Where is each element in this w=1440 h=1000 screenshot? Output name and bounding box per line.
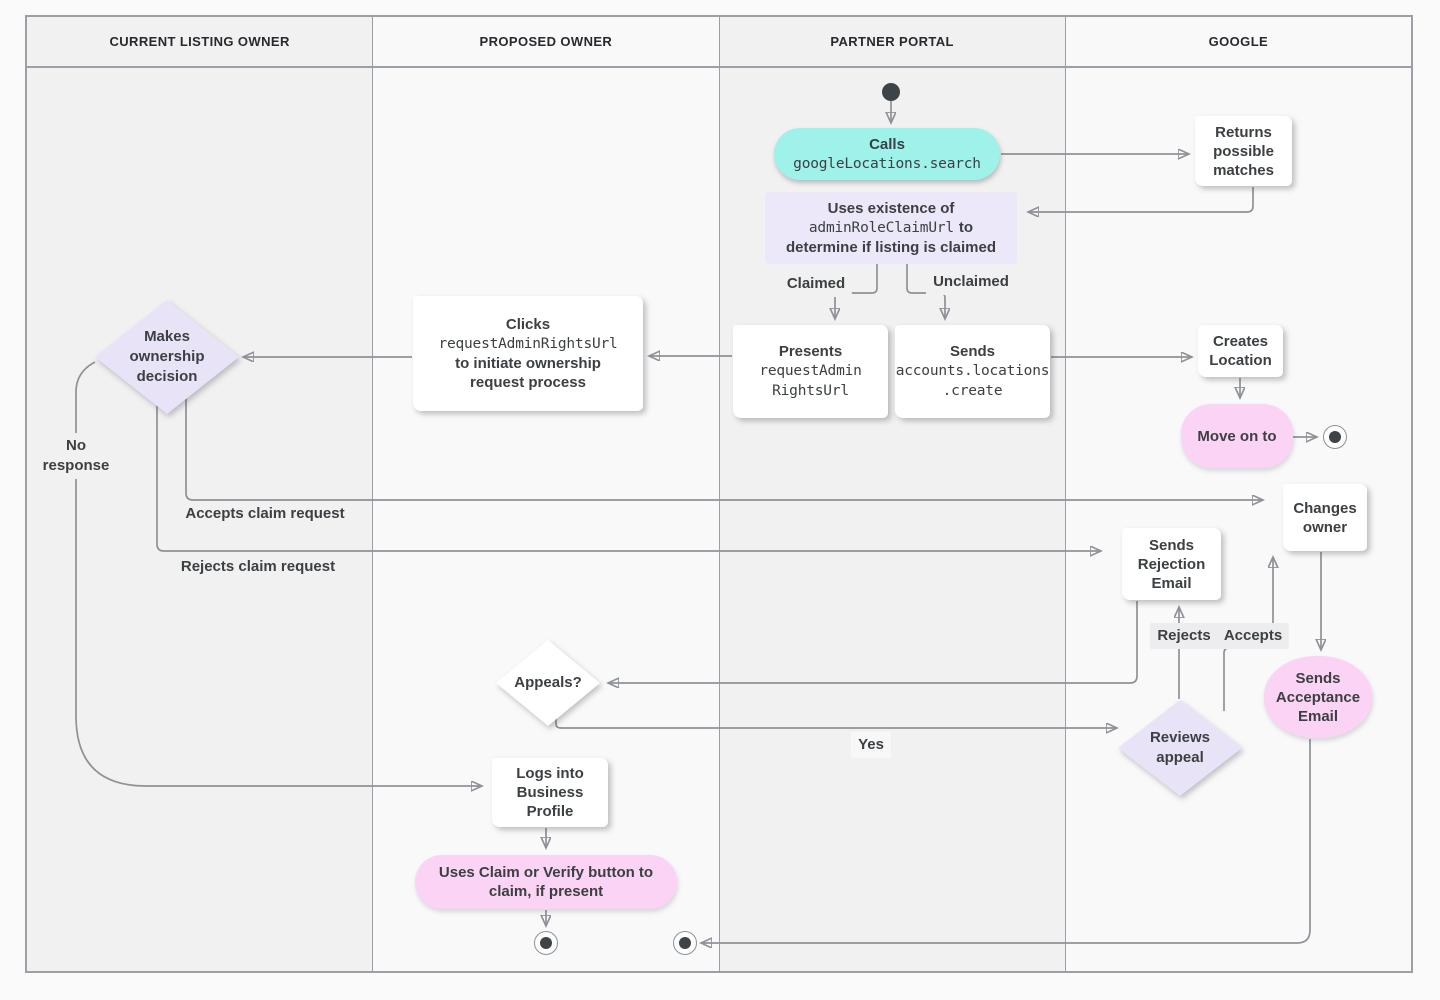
lane-header-partner-portal: PARTNER PORTAL [718,17,1065,66]
presents-requestadminrightsurl-node: Presents requestAdmin RightsUrl [733,325,888,418]
appeals-decision-node: Appeals? [496,640,600,726]
lane-header-current-listing-owner: CURRENT LISTING OWNER [27,17,373,66]
edge-label-no-response: No response [33,433,119,479]
node-code: .create [942,383,1003,399]
uses-claim-or-verify-node: Uses Claim or Verify button to claim, if… [415,855,677,909]
lane-title: GOOGLE [1208,34,1269,49]
node-line: to initiate ownership request process [455,355,601,391]
node-label: Returns possible matches [1213,123,1274,179]
edge-label-accepts: Accepts [1216,623,1290,649]
end-node-acceptance [673,931,697,955]
end-node-claim [534,931,558,955]
node-title: Presents [778,343,843,360]
edge-label-unclaimed: Unclaimed [926,269,1016,295]
logs-into-business-profile-node: Logs into Business Profile [492,758,608,827]
node-label: Sends Rejection Email [1137,536,1206,592]
node-label: Appeals? [514,674,582,691]
lane-proposed-owner [372,68,719,971]
lane-header-proposed-owner: PROPOSED OWNER [372,17,719,66]
start-node [882,83,900,101]
node-title: Clicks [505,316,551,333]
lane-title: CURRENT LISTING OWNER [109,34,290,49]
lane-header-row: CURRENT LISTING OWNER PROPOSED OWNER PAR… [27,17,1411,68]
node-code: adminRoleClaimUrl [808,220,954,236]
node-line: determine if listing is claimed [785,239,997,256]
changes-owner-node: Changes owner [1283,484,1367,551]
node-label: Creates Location [1209,333,1272,369]
node-label: Reviews appeal [1149,729,1211,766]
lane-title: PROPOSED OWNER [479,34,613,49]
node-code: RightsUrl [772,383,849,399]
node-line: to [958,219,974,236]
returns-possible-matches-node: Returns possible matches [1195,116,1292,186]
clicks-requestadminrightsurl-node: Clicks requestAdminRightsUrl to initiate… [413,296,643,411]
lane-header-google: GOOGLE [1064,17,1411,66]
node-title: Calls [869,135,905,153]
node-label: Move on to [1197,427,1277,445]
node-code: requestAdminRightsUrl [438,336,618,352]
move-on-to-node: Move on to [1181,404,1293,468]
node-label: Sends Acceptance Email [1275,669,1361,725]
node-label: Uses Claim or Verify button to claim, if… [438,864,654,900]
creates-location-node: Creates Location [1198,325,1283,377]
sends-acceptance-email-node: Sends Acceptance Email [1264,656,1372,738]
edge-label-yes: Yes [851,732,891,758]
edge-label-accepts-claim-request: Accepts claim request [178,501,352,527]
node-label: Logs into Business Profile [516,765,584,820]
node-code: requestAdmin [759,363,862,379]
edge-label-rejects-claim-request: Rejects claim request [173,554,343,580]
node-label: Changes owner [1293,499,1357,536]
node-code: accounts.locations [895,363,1050,379]
makes-ownership-decision-node: Makes ownership decision [95,300,239,414]
sends-accounts-locations-create-node: Sends accounts.locations .create [895,325,1050,418]
node-label: Makes ownership decision [129,328,205,385]
node-code: googleLocations.search [793,155,981,172]
node-line: Uses existence of [827,200,955,217]
end-node-move-on [1323,425,1347,449]
reviews-appeal-node: Reviews appeal [1118,700,1242,796]
lane-title: PARTNER PORTAL [830,34,954,49]
node-title: Sends [949,343,995,360]
edge-label-claimed: Claimed [779,271,853,297]
calls-googlelocations-search-node: Calls googleLocations.search [774,128,1000,180]
edge-label-rejects: Rejects [1150,623,1218,649]
sends-rejection-email-node: Sends Rejection Email [1122,528,1221,600]
